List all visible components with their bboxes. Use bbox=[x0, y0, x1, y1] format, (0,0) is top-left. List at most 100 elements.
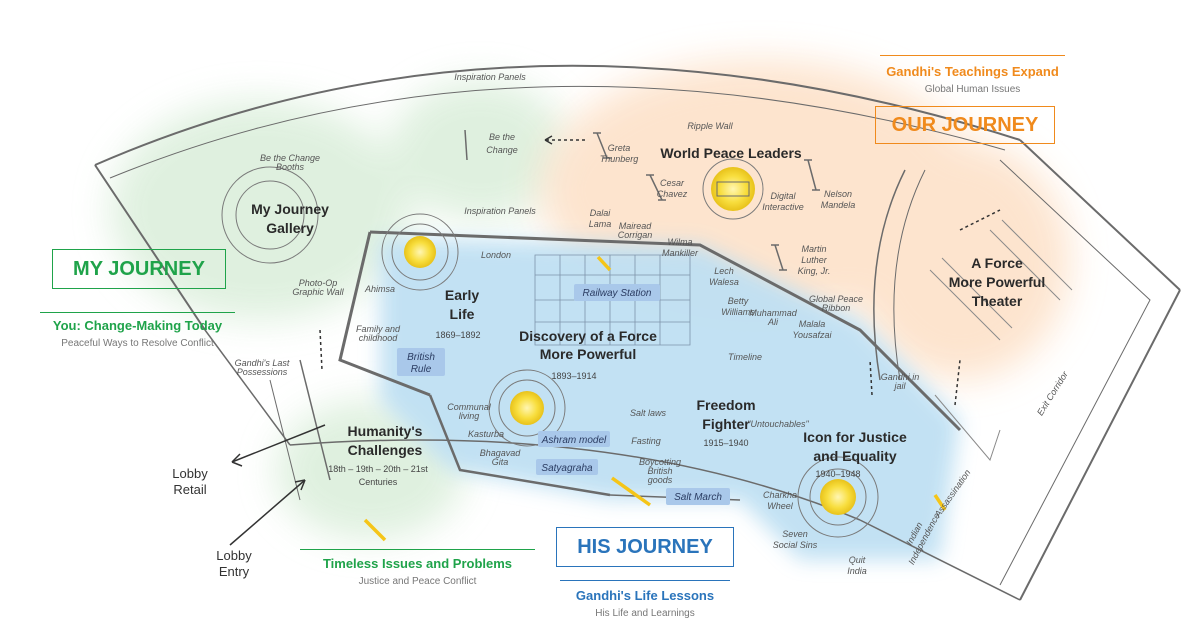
svg-text:Mankiller: Mankiller bbox=[662, 248, 699, 258]
svg-text:Salt laws: Salt laws bbox=[630, 408, 667, 418]
world-peace-sun-icon bbox=[711, 167, 755, 211]
svg-text:Timeline: Timeline bbox=[728, 352, 762, 362]
his-journey-box: HIS JOURNEY bbox=[556, 527, 734, 567]
zone-early-life: Early bbox=[445, 287, 479, 303]
svg-text:Social Sins: Social Sins bbox=[773, 540, 818, 550]
zone-freedom-fighter: Freedom bbox=[696, 397, 755, 413]
svg-text:Wheel: Wheel bbox=[767, 501, 794, 511]
yellow-accent-walls bbox=[363, 255, 947, 542]
rotunda-booths bbox=[221, 158, 879, 538]
svg-text:Martin: Martin bbox=[801, 244, 826, 254]
svg-text:Ripple Wall: Ripple Wall bbox=[687, 121, 733, 131]
svg-text:Thunberg: Thunberg bbox=[600, 154, 639, 164]
svg-text:Seven: Seven bbox=[782, 529, 808, 539]
our-journey-rule bbox=[880, 55, 1065, 56]
zone-theater-line2: More Powerful bbox=[949, 274, 1045, 290]
svg-text:Lech: Lech bbox=[714, 266, 734, 276]
svg-text:Be the Change: Be the Change bbox=[260, 153, 320, 163]
chip-salt-march: Salt March bbox=[666, 488, 730, 505]
svg-text:Nelson: Nelson bbox=[824, 189, 852, 199]
zone-humanity: Humanity's bbox=[348, 423, 423, 439]
zone-freedom-fighter-line2: Fighter bbox=[702, 416, 750, 432]
zone-early-life-line2: Life bbox=[450, 306, 475, 322]
svg-text:Ashram model: Ashram model bbox=[541, 435, 607, 446]
svg-text:goods: goods bbox=[648, 475, 673, 485]
svg-text:jail: jail bbox=[893, 381, 906, 391]
our-journey-subtitle: Gandhi's Teachings Expand bbox=[886, 64, 1059, 79]
svg-text:Gandhi's Last: Gandhi's Last bbox=[235, 358, 290, 368]
svg-text:Muhammad: Muhammad bbox=[749, 308, 798, 318]
svg-text:Fasting: Fasting bbox=[631, 436, 661, 446]
svg-text:Dalai: Dalai bbox=[590, 208, 612, 218]
zone-world-peace-leaders: World Peace Leaders bbox=[660, 145, 802, 161]
my-journey-subtitle: You: Change-Making Today bbox=[52, 318, 223, 333]
svg-text:Family and: Family and bbox=[356, 324, 401, 334]
zone-discovery-line2: More Powerful bbox=[540, 346, 636, 362]
svg-text:Williams: Williams bbox=[721, 307, 755, 317]
world-peace-table-icon bbox=[716, 181, 750, 197]
svg-text:Be the: Be the bbox=[489, 132, 515, 142]
discovery-sun-icon bbox=[510, 391, 544, 425]
annotation-labels: Inspiration Panels Inspiration Panels Be… bbox=[235, 72, 1071, 576]
svg-text:India: India bbox=[847, 566, 867, 576]
svg-text:Change: Change bbox=[486, 145, 518, 155]
svg-text:Walesa: Walesa bbox=[709, 277, 739, 287]
svg-text:Lama: Lama bbox=[589, 219, 612, 229]
blue-zone-wash bbox=[380, 238, 960, 560]
svg-text:Luther: Luther bbox=[801, 255, 828, 265]
lobby-retail-label: Lobby Retail bbox=[172, 466, 208, 497]
svg-text:Malala: Malala bbox=[799, 319, 826, 329]
timeless-rule bbox=[300, 549, 535, 550]
svg-text:Digital: Digital bbox=[770, 191, 796, 201]
svg-text:Communal: Communal bbox=[447, 402, 492, 412]
svg-text:Charkha: Charkha bbox=[763, 490, 797, 500]
svg-text:Interactive: Interactive bbox=[762, 202, 804, 212]
svg-text:Possessions: Possessions bbox=[237, 367, 288, 377]
zone-my-journey-gallery-line2: Gallery bbox=[266, 220, 314, 236]
svg-text:Cesar: Cesar bbox=[660, 178, 685, 188]
early-life-years: 1869–1892 bbox=[435, 330, 480, 340]
svg-text:Quit: Quit bbox=[849, 555, 866, 565]
svg-text:Salt March: Salt March bbox=[674, 492, 722, 503]
zone-theater-line3: Theater bbox=[972, 293, 1023, 309]
svg-text:British: British bbox=[647, 466, 672, 476]
svg-text:Chavez: Chavez bbox=[657, 189, 688, 199]
his-journey-subtitle: Gandhi's Life Lessons bbox=[575, 588, 715, 603]
chip-satyagraha: Satyagraha bbox=[536, 459, 598, 475]
svg-text:childhood: childhood bbox=[359, 333, 399, 343]
zone-theater: A Force bbox=[971, 255, 1023, 271]
svg-text:Gandhi in: Gandhi in bbox=[881, 372, 920, 382]
icon-justice-years: 1940–1948 bbox=[815, 469, 860, 479]
svg-text:Global Peace: Global Peace bbox=[809, 294, 863, 304]
theater-seating bbox=[929, 219, 1073, 462]
our-journey-box: OUR JOURNEY bbox=[875, 106, 1055, 144]
svg-text:Satyagraha: Satyagraha bbox=[541, 463, 593, 474]
svg-text:Kasturba: Kasturba bbox=[468, 429, 504, 439]
svg-text:Wilma: Wilma bbox=[668, 237, 693, 247]
svg-text:Ribbon: Ribbon bbox=[822, 303, 851, 313]
zone-discovery: Discovery of a Force bbox=[519, 328, 657, 344]
zone-icon-justice-line2: and Equality bbox=[813, 448, 896, 464]
svg-text:Mandela: Mandela bbox=[821, 200, 856, 210]
svg-text:Inspiration Panels: Inspiration Panels bbox=[454, 72, 526, 82]
zone-icon-justice: Icon for Justice bbox=[803, 429, 907, 445]
svg-text:Betty: Betty bbox=[728, 296, 749, 306]
svg-text:British: British bbox=[407, 352, 435, 363]
svg-text:Graphic Wall: Graphic Wall bbox=[292, 287, 344, 297]
svg-text:Rule: Rule bbox=[411, 364, 432, 375]
svg-text:Mairead: Mairead bbox=[619, 221, 653, 231]
chip-british-rule: British Rule bbox=[397, 348, 445, 376]
svg-text:Boycotting: Boycotting bbox=[639, 457, 681, 467]
discovery-years: 1893–1914 bbox=[551, 371, 596, 381]
chip-ashram: Ashram model bbox=[538, 431, 610, 447]
svg-text:Inspiration Panels: Inspiration Panels bbox=[464, 206, 536, 216]
flow-arrows bbox=[229, 135, 1001, 546]
svg-text:Booths: Booths bbox=[276, 162, 305, 172]
svg-text:Photo-Op: Photo-Op bbox=[299, 278, 338, 288]
freedom-fighter-years: 1915–1940 bbox=[703, 438, 748, 448]
his-journey-rule bbox=[560, 580, 730, 581]
my-journey-note: Peaceful Ways to Resolve Conflict bbox=[61, 338, 214, 349]
svg-text:Corrigan: Corrigan bbox=[618, 230, 653, 240]
timeless-subtitle: Timeless Issues and Problems bbox=[322, 556, 513, 571]
svg-text:Gita: Gita bbox=[492, 457, 509, 467]
